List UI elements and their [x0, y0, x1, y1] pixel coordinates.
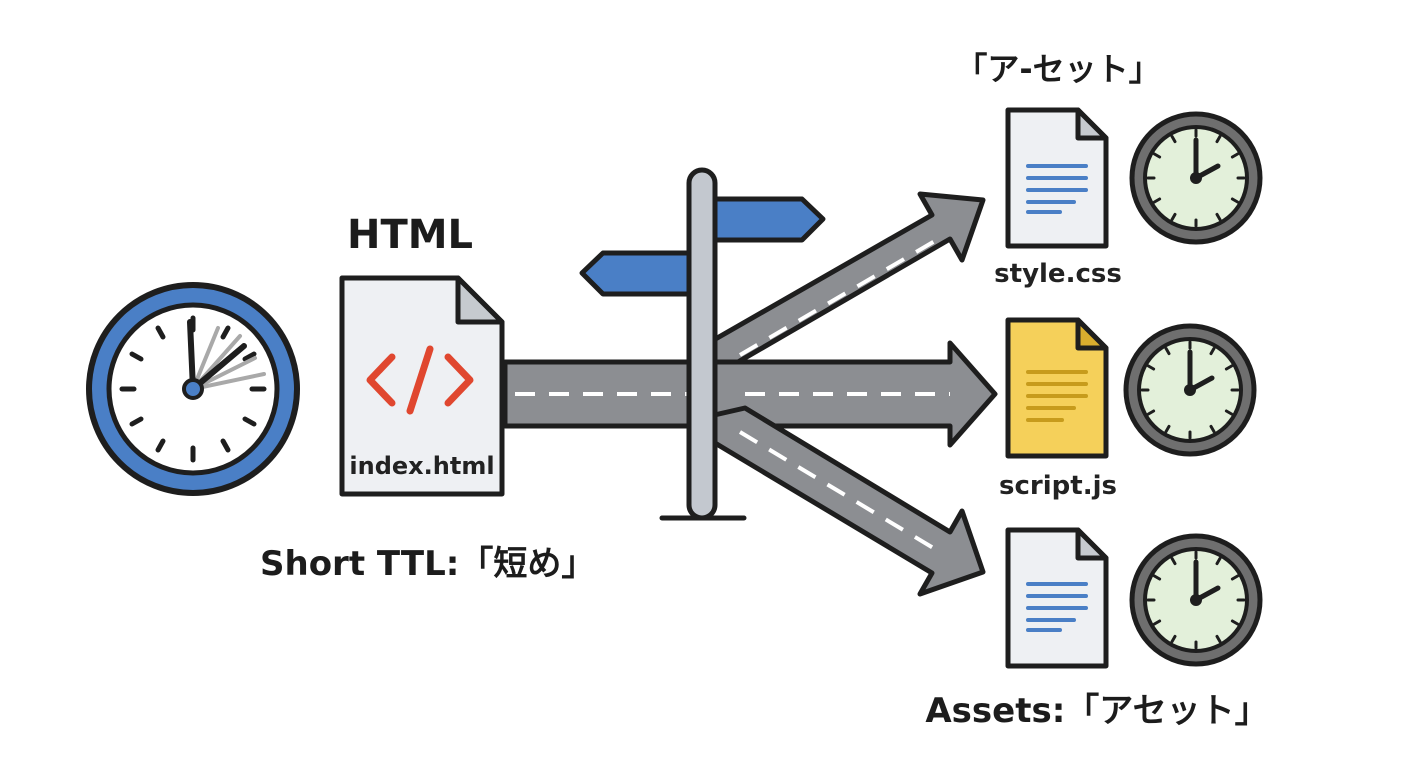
- js-file-icon: [1005, 317, 1109, 459]
- roads: [502, 191, 998, 597]
- long-ttl-clock-icon: [1129, 111, 1263, 245]
- assets-bottom-label: Assets:「アセット」: [925, 691, 1268, 731]
- road-branch-down: [707, 405, 986, 597]
- html-file-icon: [339, 275, 505, 497]
- long-ttl-clock-icon: [1123, 323, 1257, 457]
- asset-clocks: [1123, 111, 1263, 667]
- css-file-icon: [1005, 107, 1109, 249]
- html-file-name: index.html: [349, 452, 494, 480]
- assets-top-label: 「ア-セット」: [955, 50, 1160, 88]
- fast-clock-icon: [86, 282, 300, 496]
- code-symbol-icon: [366, 345, 474, 415]
- long-ttl-clock-icon: [1129, 533, 1263, 667]
- asset-file-icon: [1005, 527, 1109, 669]
- asset-css-name: style.css: [994, 259, 1122, 289]
- html-ttl-label: Short TTL:「短め」: [260, 544, 595, 584]
- signpost-icon: [579, 167, 826, 521]
- road-branch-up: [702, 191, 986, 375]
- asset-js-name: script.js: [999, 471, 1117, 501]
- html-heading: HTML: [347, 212, 473, 258]
